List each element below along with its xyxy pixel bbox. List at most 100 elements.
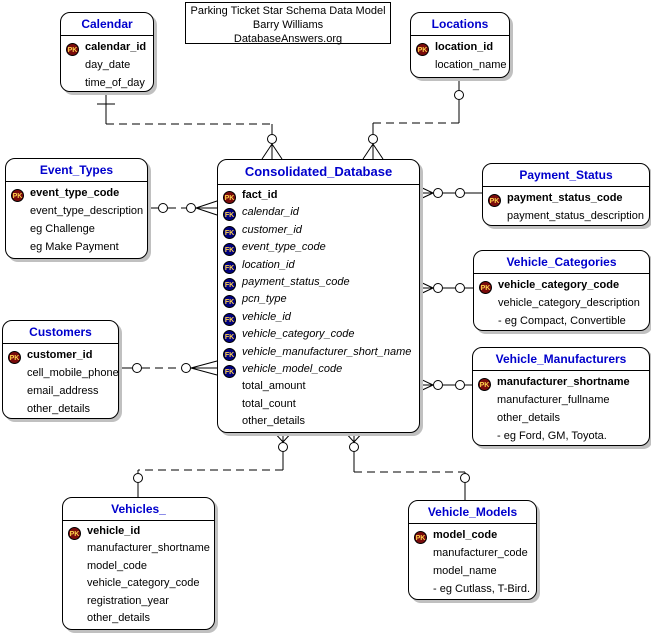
attribute-label: event_type_description (30, 205, 144, 217)
attribute-row: manufacturer_shortname (63, 540, 210, 557)
entity-title: Event_Types (6, 159, 147, 182)
pk-key-icon: PK (66, 43, 79, 56)
attribute-label: day_date (85, 59, 131, 71)
attribute-row: total_count (218, 396, 415, 413)
fk-key-icon: FK (223, 208, 236, 222)
attribute-row: location_name (411, 56, 507, 74)
attribute-label: customer_id (27, 349, 93, 361)
attribute-label: calendar_id (242, 206, 299, 219)
pk-key-icon: PK (68, 527, 81, 540)
attribute-label: location_name (435, 59, 507, 71)
attribute-label: vehicle_id (242, 310, 291, 323)
attribute-label: model_name (433, 565, 497, 577)
attribute-label: vehicle_category_code (498, 279, 620, 291)
entity-body: PK vehicle_category_code vehicle_category_… (474, 274, 649, 330)
attribute-label: other_details (497, 412, 560, 424)
optional-circle-icon (158, 203, 168, 213)
attribute-row: other_details (473, 409, 645, 427)
attribute-label: manufacturer_fullname (497, 394, 610, 406)
crow-foot-icon (190, 360, 218, 376)
attribute-label: total_count (242, 397, 296, 410)
fk-key-icon: FK (223, 260, 236, 274)
entity-title: Consolidated_Database (218, 160, 419, 185)
entity-title: Vehicle_Models (409, 501, 536, 524)
pk-key-icon: PK (414, 531, 427, 544)
attribute-label: customer_id (242, 223, 302, 236)
entity-title: Vehicles_ (63, 498, 214, 521)
diagram-title-note: Parking Ticket Star Schema Data Model Ba… (185, 2, 391, 45)
attribute-label: other_details (27, 403, 90, 415)
attribute-label: vehicle_manufacturer_short_name (242, 345, 412, 358)
attribute-label: manufacturer_shortname (87, 542, 210, 555)
attribute-row: event_type_description (6, 202, 143, 220)
attribute-row: manufacturer_code (409, 544, 532, 562)
attribute-row: FK customer_id (218, 222, 415, 239)
note-line-author: Barry Williams (252, 19, 324, 31)
optional-circle-icon (455, 283, 465, 293)
attribute-row: PK location_id (411, 38, 505, 56)
attribute-label: other_details (242, 415, 305, 428)
attribute-label: - eg Compact, Convertible (498, 315, 626, 327)
attribute-row: PK vehicle_category_code (474, 276, 645, 294)
crow-foot-icon (362, 143, 384, 160)
attribute-row: - eg Ford, GM, Toyota. (473, 427, 645, 445)
optional-circle-icon (433, 283, 443, 293)
optional-circle-icon (433, 188, 443, 198)
attribute-label: pcn_type (242, 293, 287, 306)
optional-circle-icon (181, 363, 191, 373)
attribute-label: - eg Cutlass, T-Bird. (433, 583, 530, 595)
attribute-row: email_address (3, 382, 114, 400)
fk-key-icon: FK (223, 295, 236, 309)
attribute-label: calendar_id (85, 41, 147, 53)
attribute-label: location_id (435, 41, 494, 53)
attribute-row: other_details (3, 400, 114, 418)
attribute-label: payment_status_code (242, 275, 350, 288)
crow-foot-icon (417, 280, 434, 296)
entity-title: Locations (411, 13, 509, 36)
attribute-label: location_id (242, 258, 295, 271)
attribute-label: event_type_code (242, 241, 326, 254)
attribute-row: total_amount (218, 378, 415, 395)
attribute-row: FK location_id (218, 257, 415, 274)
optional-circle-icon (454, 90, 464, 100)
attribute-label: vehicle_category_code (87, 577, 200, 590)
entity-title: Customers (3, 321, 118, 344)
entity-title: Vehicle_Categories (474, 251, 649, 274)
attribute-row: day_date (61, 56, 149, 74)
crow-foot-icon (417, 185, 434, 201)
attribute-row: other_details (218, 413, 415, 430)
optional-circle-icon (132, 363, 142, 373)
attribute-label: payment_status_code (507, 192, 623, 204)
pk-key-icon: PK (488, 194, 501, 207)
attribute-label: vehicle_category_description (498, 297, 640, 309)
attribute-row: cell_mobile_phone (3, 364, 118, 382)
pk-key-icon: PK (11, 189, 24, 202)
note-line-site: DatabaseAnswers.org (233, 33, 343, 45)
pk-key-icon: PK (479, 281, 492, 294)
fk-key-icon: FK (223, 243, 236, 257)
optional-circle-icon (455, 188, 465, 198)
fk-key-icon: FK (223, 225, 236, 239)
attribute-row: PK payment_status_code (483, 189, 645, 207)
pk-key-icon: PK (416, 43, 429, 56)
attribute-row: model_code (63, 558, 210, 575)
fk-key-icon: FK (223, 364, 236, 378)
pk-key-icon: PK (478, 378, 491, 391)
attribute-label: email_address (27, 385, 99, 397)
optional-circle-icon (349, 442, 359, 452)
